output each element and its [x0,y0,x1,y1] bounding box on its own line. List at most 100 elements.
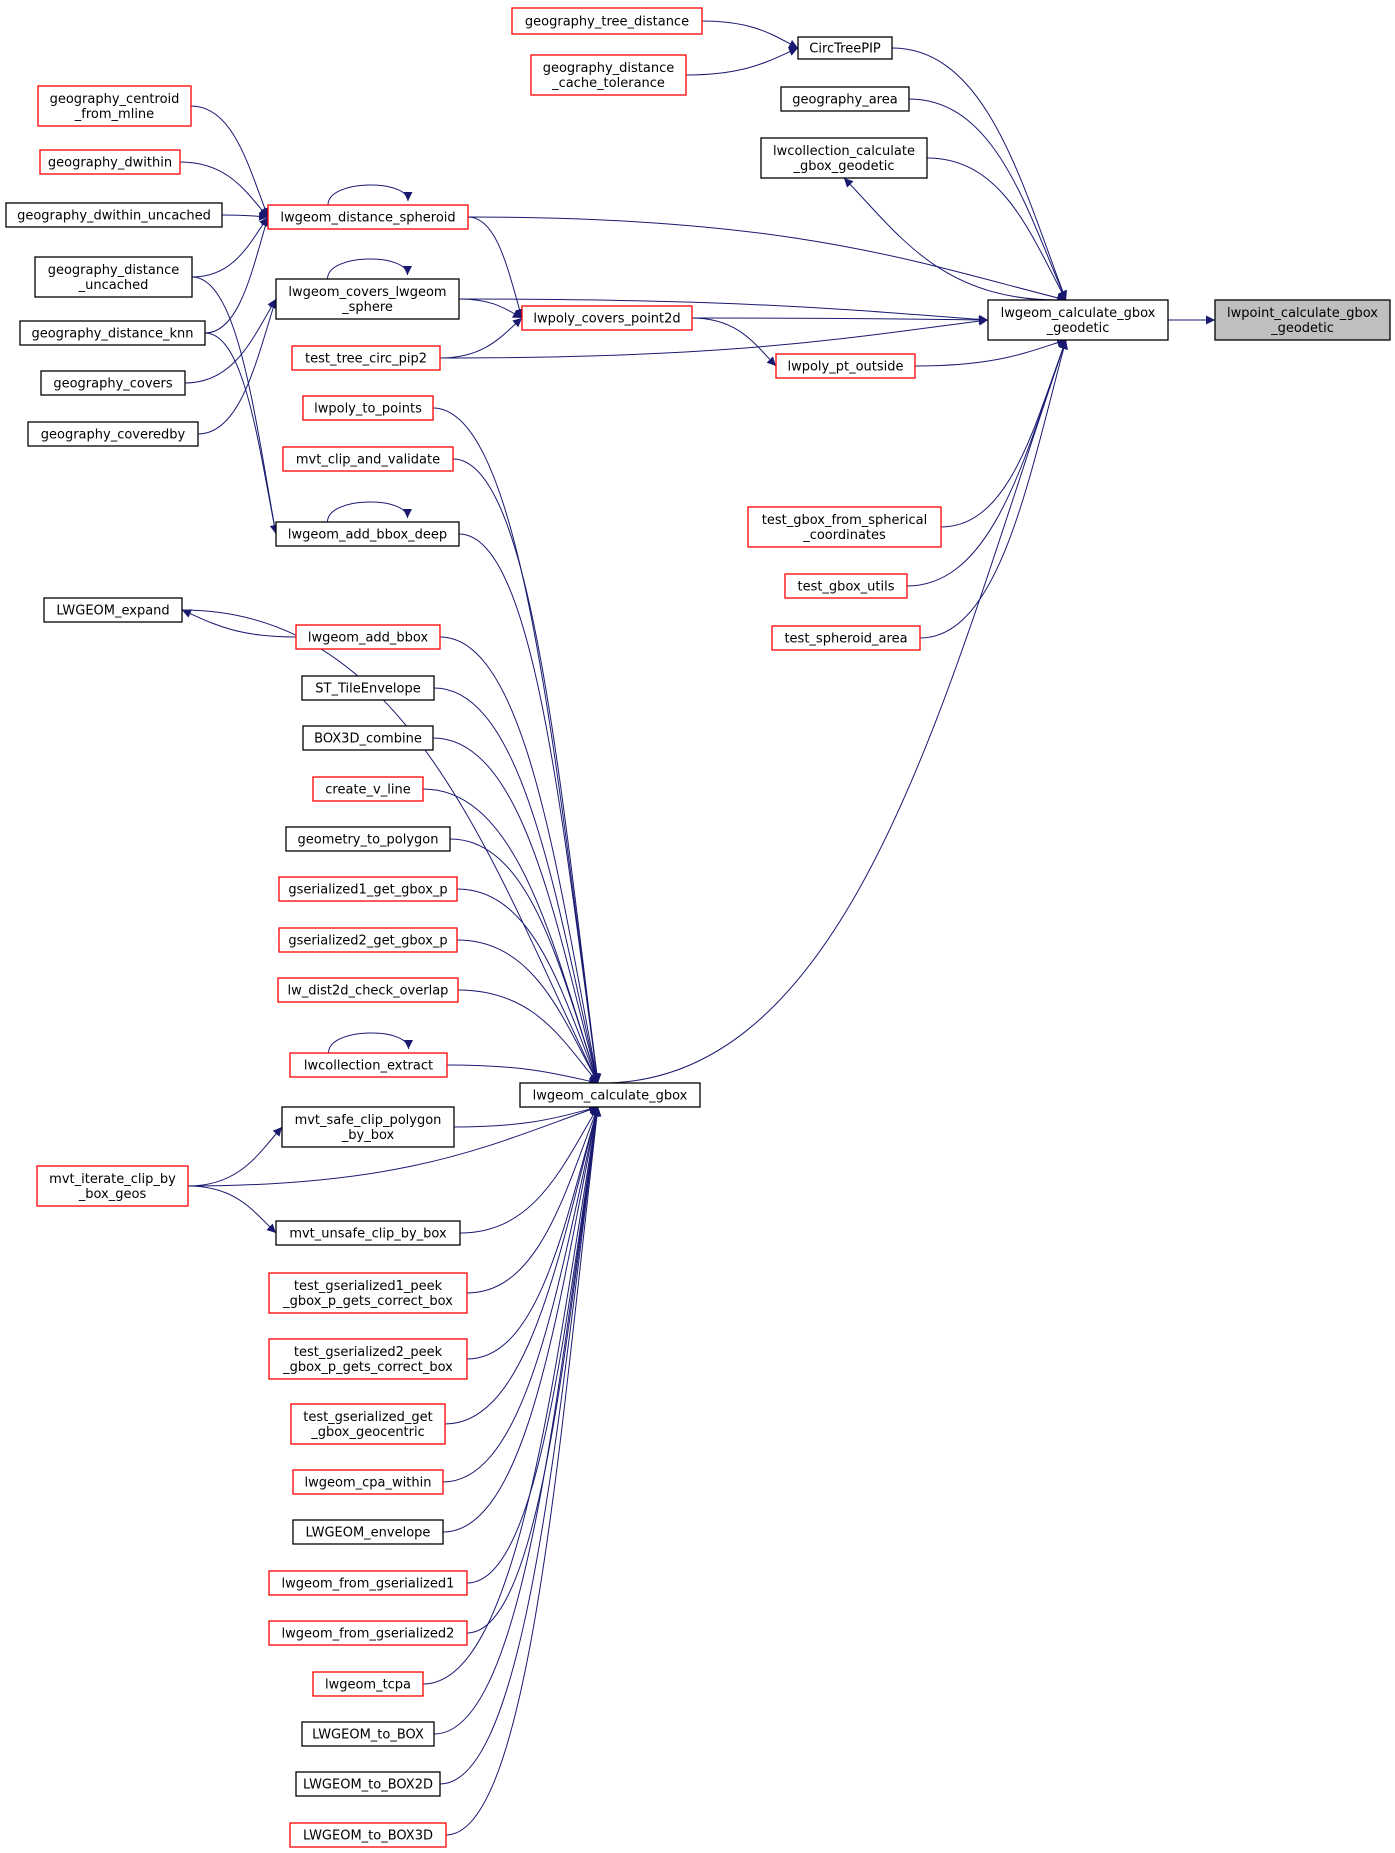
node-test_spheroid_area[interactable]: test_spheroid_area [771,625,921,651]
node-label: _geodetic [1270,321,1334,336]
node-calc_gbox[interactable]: lwgeom_calculate_gbox [519,1082,701,1108]
node-geo_dist_cache_tol[interactable]: geography_distance_cache_tolerance [530,54,687,96]
edge-calc_gbox-to-geodetic [601,339,1068,1084]
node-label: lwgeom_covers_lwgeom [288,285,446,300]
node-test_gs_geocentric[interactable]: test_gserialized_get_gbox_geocentric [290,1403,446,1445]
node-label: _uncached [78,278,149,293]
node-tcpa[interactable]: lwgeom_tcpa [312,1671,424,1697]
node-label: geography_distance [48,263,180,278]
node-label: _gbox_p_gets_correct_box [282,1360,453,1375]
node-box [268,1570,468,1596]
edge-covers_sphere-to-covers_sphere [327,258,412,280]
node-lwcoll_geodetic[interactable]: lwcollection_calculate_gbox_geodetic [760,137,928,179]
edge-to_box3d-to-calc_gbox [445,1106,602,1836]
node-covers_sphere[interactable]: lwgeom_covers_lwgeom_sphere [275,278,460,320]
edge-test_gs_geocentric-to-calc_gbox [444,1106,601,1425]
node-to_box3d[interactable]: LWGEOM_to_BOX3D [289,1822,447,1848]
edge-test_gs2_peek-to-calc_gbox [466,1106,600,1360]
edge-geo_dist_unc-to-add_bbox_deep [191,276,279,535]
node-create_v_line[interactable]: create_v_line [312,776,424,802]
node-label: test_gbox_utils [797,580,894,595]
node-tile_envelope[interactable]: ST_TileEnvelope [301,675,435,701]
node-from_gs2[interactable]: lwgeom_from_gserialized2 [268,1620,468,1646]
edge-centroid_mline-to-dist_spheroid [190,105,269,218]
node-test_gs1_peek[interactable]: test_gserialized1_peek_gbox_p_gets_corre… [268,1272,468,1314]
edge-mvt_clip_validate-to-calc_gbox [452,458,602,1084]
node-label: lwpoly_covers_point2d [533,312,680,327]
node-box [19,320,206,346]
node-box [987,299,1169,341]
node-label: _gbox_p_gets_correct_box [282,1294,453,1309]
edge-test_gbox_utils-to-geodetic [906,339,1068,587]
node-geom_to_polygon[interactable]: geometry_to_polygon [285,826,451,852]
node-geo_area[interactable]: geography_area [780,86,910,112]
node-add_bbox[interactable]: lwgeom_add_bbox [295,624,441,650]
node-coll_extract[interactable]: lwcollection_extract [289,1052,448,1078]
node-box [289,1052,448,1078]
node-geo_dist_knn[interactable]: geography_distance_knn [19,320,206,346]
node-lwgeom_expand[interactable]: LWGEOM_expand [43,597,183,623]
node-tree_circ_pip2[interactable]: test_tree_circ_pip2 [291,345,441,371]
node-test_gbox_sph[interactable]: test_gbox_from_spherical_coordinates [747,506,942,548]
node-dist_spheroid[interactable]: lwgeom_distance_spheroid [267,204,469,230]
node-to_box2d[interactable]: LWGEOM_to_BOX2D [295,1771,441,1797]
node-box [275,1220,461,1246]
node-geo_coveredby[interactable]: geography_coveredby [27,421,199,447]
node-mvt_unsafe_clip[interactable]: mvt_unsafe_clip_by_box [275,1220,461,1246]
node-label: lwcollection_extract [304,1059,433,1074]
node-poly_to_points[interactable]: lwpoly_to_points [302,395,434,421]
node-add_bbox_deep[interactable]: lwgeom_add_bbox_deep [275,521,460,547]
node-target[interactable]: lwpoint_calculate_gbox_geodetic [1214,299,1391,341]
edge-tree_circ_pip2-to-covers_pt2d [439,317,523,359]
node-label: lwgeom_cpa_within [305,1476,432,1491]
edge-mvt_iterate-to-mvt_safe_clip [187,1126,283,1187]
node-geo_dwithin[interactable]: geography_dwithin [39,149,181,175]
node-centroid_mline[interactable]: geography_centroid_from_mline [37,85,192,127]
node-geo_covers[interactable]: geography_covers [40,370,186,396]
edge-coll_extract-to-coll_extract [328,1032,413,1054]
edge-geo_dist_cache_tol-to-circtreepip [685,47,799,76]
node-gs1_gbox_p[interactable]: gserialized1_get_gbox_p [278,876,458,902]
node-box [275,278,460,320]
node-mvt_safe_clip[interactable]: mvt_safe_clip_polygon_by_box [281,1106,455,1148]
edge-cpa_within-to-calc_gbox [442,1106,601,1483]
node-cpa_within[interactable]: lwgeom_cpa_within [292,1469,444,1495]
node-test_gbox_utils[interactable]: test_gbox_utils [784,573,908,599]
edge-tcpa-to-calc_gbox [422,1106,601,1685]
node-label: lwgeom_calculate_gbox [1001,306,1156,321]
node-box [40,370,186,396]
edge-circtreepip-to-geodetic [891,47,1067,301]
node-dist2d_overlap[interactable]: lw_dist2d_check_overlap [277,977,459,1003]
node-test_gs2_peek[interactable]: test_gserialized2_peek_gbox_p_gets_corre… [268,1338,468,1380]
node-gs2_gbox_p[interactable]: gserialized2_get_gbox_p [278,927,458,953]
node-box [295,1771,441,1797]
node-label: geography_covers [53,377,173,392]
node-geo_dist_unc[interactable]: geography_distance_uncached [34,256,193,298]
node-box [281,1106,455,1148]
node-mvt_clip_validate[interactable]: mvt_clip_and_validate [282,446,454,472]
node-lwgeom_envelope[interactable]: LWGEOM_envelope [292,1519,444,1545]
node-pt_outside[interactable]: lwpoly_pt_outside [775,353,916,379]
node-label: test_gserialized1_peek [294,1279,443,1294]
node-box [747,506,942,548]
edge-from_gs1-to-calc_gbox [466,1106,602,1584]
node-to_box[interactable]: LWGEOM_to_BOX [301,1721,435,1747]
node-label: test_tree_circ_pip2 [305,352,427,367]
node-from_gs1[interactable]: lwgeom_from_gserialized1 [268,1570,468,1596]
edge-geo_dwithin-to-dist_spheroid [179,161,269,218]
node-geodetic[interactable]: lwgeom_calculate_gbox_geodetic [987,299,1169,341]
node-covers_pt2d[interactable]: lwpoly_covers_point2d [521,305,693,331]
edge-covers_sphere-to-covers_pt2d [458,298,523,319]
node-geo_tree_dist[interactable]: geography_tree_distance [511,7,703,35]
node-mvt_iterate[interactable]: mvt_iterate_clip_by_box_geos [36,1165,189,1207]
node-label: _geodetic [1046,321,1110,336]
edge-lwcoll_geodetic-to-geodetic [926,157,1067,301]
node-geo_dwithin_unc[interactable]: geography_dwithin_uncached [5,202,223,228]
node-box [292,1469,444,1495]
node-circtreepip[interactable]: CircTreePIP [797,36,893,60]
node-box [36,1165,189,1207]
node-box [39,149,181,175]
edge-gs1_gbox_p-to-calc_gbox [456,888,599,1084]
node-label: gserialized2_get_gbox_p [288,934,447,949]
node-box3d_combine[interactable]: BOX3D_combine [302,725,434,751]
